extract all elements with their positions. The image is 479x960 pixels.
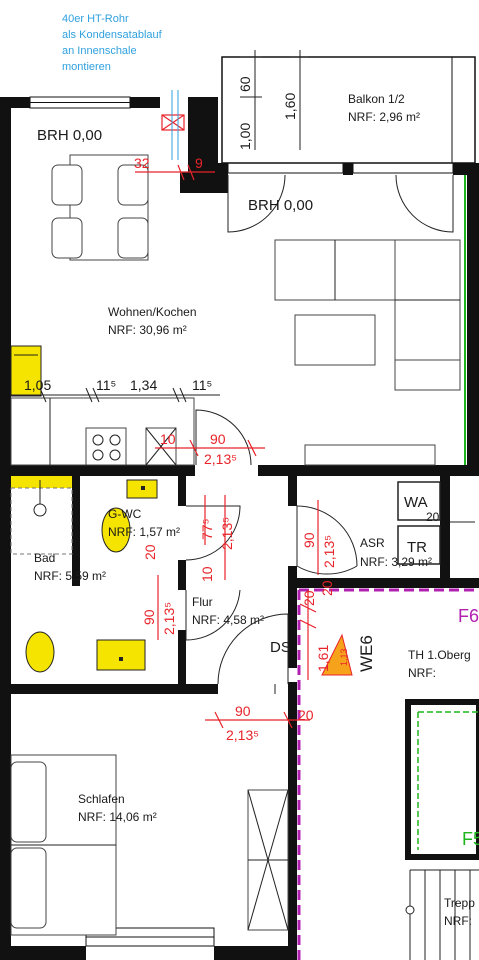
- dim-door-2135a: 2,13⁵: [204, 451, 237, 467]
- kitchen-dims: 1,05 11⁵ 1,34 11⁵: [11, 377, 220, 403]
- tr-label: TR: [407, 539, 427, 556]
- treppe-area: NRF:: [444, 914, 472, 928]
- dim-105: 1,05: [24, 377, 51, 393]
- condensate-note: 40er HT-Rohr als Kondensatablauf an Inne…: [62, 13, 163, 73]
- note-line-3: an Innenschale: [62, 45, 137, 57]
- bad-name: Bad: [34, 551, 55, 565]
- pillar-dims: 32 9: [134, 90, 215, 181]
- dim-balkon-160: 1,60: [282, 93, 298, 120]
- th-area: NRF:: [408, 666, 436, 680]
- treppe-name: Trepp: [444, 896, 475, 910]
- note-line-1: 40er HT-Rohr: [62, 13, 129, 25]
- flur-name: Flur: [192, 595, 213, 609]
- gwc-area: NRF: 1,57 m²: [108, 525, 180, 539]
- f6-label: F6: [458, 606, 479, 626]
- dim-20c: 20: [301, 590, 317, 606]
- note-line-4: montieren: [62, 61, 111, 73]
- flur-room: Flur NRF: 4,58 m² DS 90 2,13⁵ 20: [192, 595, 314, 743]
- dim-775: 77⁵: [199, 519, 215, 540]
- balcony-doors: [227, 174, 454, 233]
- sofa: [274, 239, 461, 391]
- dim-20d: 20: [319, 580, 335, 596]
- dim-115b: 11⁵: [192, 377, 212, 393]
- gwc-room: G-WC NRF: 1,57 m² 77⁵ 2,13⁵ 20 10: [101, 479, 241, 582]
- brh-balkon: BRH 0,00: [248, 197, 313, 214]
- we6-label: WE6: [357, 635, 376, 672]
- bad-area: NRF: 5,59 m²: [34, 569, 106, 583]
- gwc-name: G-WC: [108, 507, 142, 521]
- balcony: 60 1,60 1,00 Balkon 1/2 NRF: 2,96 m²: [221, 50, 476, 164]
- dim-balkon-60: 60: [237, 76, 253, 92]
- dim-door-10: 10: [160, 431, 176, 447]
- dim-115a: 11⁵: [96, 377, 116, 393]
- dim-134: 1,34: [130, 377, 157, 393]
- wohnen-area: NRF: 30,96 m²: [108, 323, 187, 337]
- dim-2135e: 2,13⁵: [226, 727, 259, 743]
- dim-door-90a: 90: [210, 431, 226, 447]
- schlafen-area: NRF: 14,06 m²: [78, 810, 157, 824]
- dim-9: 9: [195, 155, 203, 171]
- dim-10b: 10: [199, 566, 215, 582]
- dim-90b: 90: [141, 609, 157, 625]
- brh-left: BRH 0,00: [37, 127, 102, 144]
- wa-20: 20: [426, 510, 440, 524]
- schlafen-room: Schlafen NRF: 14,06 m²: [10, 754, 289, 936]
- kitchen-counter: [10, 345, 195, 466]
- dim-161: 1,61: [315, 645, 331, 672]
- wohnen-name: Wohnen/Kochen: [108, 305, 197, 319]
- dim-20b: 20: [142, 544, 158, 560]
- tv-board: [304, 444, 436, 466]
- ds-label: DS: [270, 639, 291, 656]
- kitchen-door: 10 90 2,13⁵: [155, 409, 265, 467]
- wa-label: WA: [404, 494, 428, 511]
- dim-balkon-100: 1,00: [237, 123, 253, 150]
- dim-2135c: 2,13⁵: [161, 602, 177, 635]
- th-name: TH 1.Oberg: [408, 648, 471, 662]
- balkon-name: Balkon 1/2: [348, 92, 405, 106]
- dim-2135d: 2,13⁵: [321, 535, 337, 568]
- dim-90d: 90: [235, 703, 251, 719]
- bad-room: Bad NRF: 5,59 m² 90 2,13⁵: [10, 476, 241, 673]
- schlafen-name: Schlafen: [78, 792, 125, 806]
- balkon-area: NRF: 2,96 m²: [348, 110, 420, 124]
- asr-area: NRF: 3,29 m²: [360, 555, 432, 569]
- note-line-2: als Kondensatablauf: [62, 29, 163, 41]
- dim-2135b: 2,13⁵: [219, 517, 235, 550]
- entry-we6: 20 20 1,61 1,13 WE6: [299, 580, 376, 680]
- asr-room: WA TR 20 ASR NRF: 3,29 m² 90 2,13⁵: [296, 481, 475, 575]
- dim-90c: 90: [301, 532, 317, 548]
- dim-20e: 20: [298, 707, 314, 723]
- fs-label: F5: [462, 829, 479, 849]
- dim-32: 32: [134, 155, 150, 171]
- walls: [0, 96, 479, 960]
- flur-area: NRF: 4,58 m²: [192, 613, 264, 627]
- dim-113: 1,13: [339, 648, 349, 666]
- asr-name: ASR: [360, 536, 385, 550]
